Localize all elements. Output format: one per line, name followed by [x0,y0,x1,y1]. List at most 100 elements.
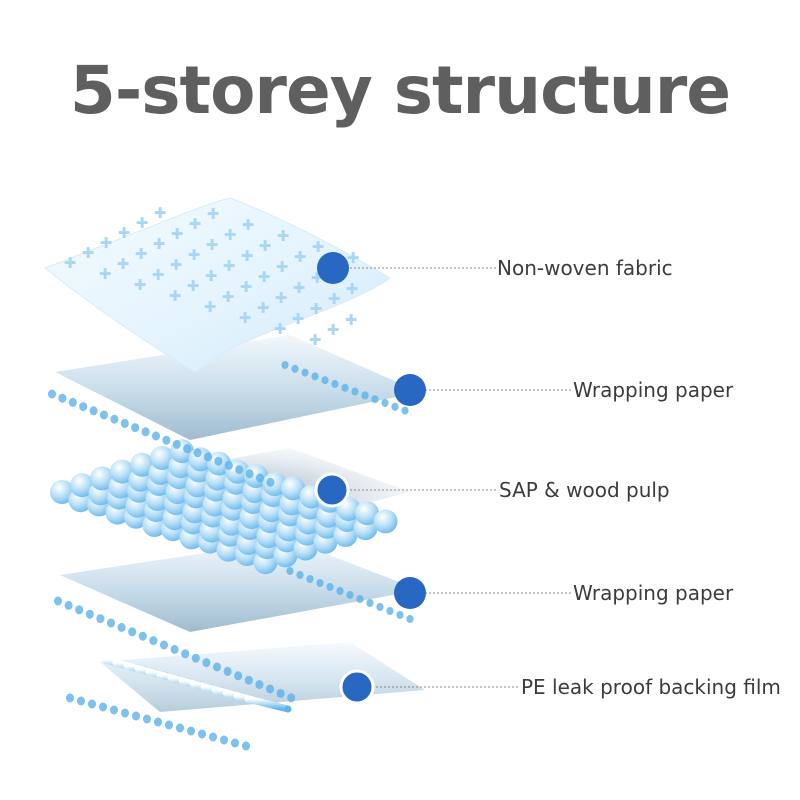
page-title: 5-storey structure [69,52,731,129]
fiber-tube-end [110,414,119,424]
fabric-perforation: ✚ [277,227,290,245]
fiber-tube-end [351,387,359,396]
fiber-tube-end [128,627,137,637]
fiber-tube-end [65,693,75,703]
sap-granule [70,473,94,498]
marker-dot [339,669,375,705]
fiber-tube-end [89,406,98,416]
layer-label-sap-wood-pulp: SAP & wood pulp [499,478,670,502]
fiber-tube-end [208,732,218,742]
fabric-perforation: ✚ [346,280,359,298]
fiber-tube-end [321,376,329,385]
fabric-perforation: ✚ [259,237,272,255]
layer-label-pe-film: PE leak proof backing film [521,675,781,699]
fabric-perforation: ✚ [310,300,323,318]
fabric-perforation: ✚ [312,238,325,256]
fiber-tube-end [234,671,243,681]
sap-granule [130,452,154,477]
fabric-perforation: ✚ [258,268,271,286]
layer-non-woven-fabric: ✚✚✚✚✚✚✚✚✚✚✚✚✚✚✚✚✚✚✚✚✚✚✚✚✚✚✚✚✚✚✚✚✚✚✚✚✚✚✚✚… [43,197,391,373]
layer-sap-wood-pulp [50,439,410,575]
fiber-tube-end [106,618,116,628]
fabric-perforation: ✚ [345,311,358,329]
fabric-perforation: ✚ [171,225,184,243]
sap-granule [110,459,134,484]
fabric-perforation: ✚ [257,299,270,317]
fiber-tube-end [120,418,129,428]
fabric-perforation: ✚ [187,277,200,295]
layer-wrapping-paper-lower [53,540,420,703]
fiber-tube-end [341,383,349,392]
fiber-tube-end [376,603,384,611]
fiber-tube-end [120,708,130,718]
fiber-tube-end [99,410,109,420]
fiber-tube-end [131,711,141,721]
fiber-tube-end [255,473,265,483]
fabric-perforation: ✚ [189,215,202,233]
fabric-perforation: ✚ [136,214,149,232]
fiber-tube-end [76,696,86,706]
marker-dot [394,577,426,609]
fiber-tube-end [186,726,196,736]
fabric-perforation: ✚ [224,226,237,244]
layer-label-non-woven-fabric: Non-woven fabric [497,256,673,280]
fiber-tube-end [164,720,174,730]
fiber-tube-end [87,699,97,709]
leader-lines [346,267,572,688]
fiber-tube-end [255,680,264,690]
sap-granule [150,446,174,470]
fabric-perforation: ✚ [242,216,255,234]
layer-label-wrapping-paper-upper: Wrapping paper [573,378,734,402]
fiber-tube-end [286,567,294,575]
fiber-tube-end [75,605,84,615]
fabric-perforation: ✚ [276,258,289,276]
fiber-tube-end [159,640,169,650]
fabric-perforation: ✚ [169,287,182,305]
fabric-perforation: ✚ [153,235,166,253]
fiber-tube-end [401,406,409,415]
markers [314,252,426,705]
fiber-tube-end [311,372,319,381]
fiber-tube-end [68,397,77,407]
fabric-perforation: ✚ [347,249,360,267]
fabric-perforation: ✚ [240,278,253,296]
fiber-tube-end [316,579,324,587]
fiber-tube-end [149,636,158,646]
fiber-tube-end [284,705,292,713]
fabric-perforation: ✚ [274,320,287,338]
fiber-tube-end [391,402,399,411]
fiber-tube-end [244,675,253,685]
fabric-perforation: ✚ [241,247,254,265]
fabric-perforation: ✚ [64,254,77,272]
fiber-tube-end [172,439,181,449]
fiber-tube-end [85,609,94,619]
fiber-tube-end [131,423,140,433]
fiber-tube-end [197,729,207,739]
fiber-tube-end [191,653,200,663]
fiber-tube-end [151,431,161,441]
fiber-tube-end [346,591,354,599]
fabric-perforation: ✚ [222,288,235,306]
fabric-perforation: ✚ [207,205,220,223]
fabric-perforation: ✚ [134,276,147,294]
fiber-tube-end [223,666,232,676]
fabric-perforation: ✚ [309,331,322,349]
fabric-perforation: ✚ [275,289,288,307]
fiber-tube-end [183,444,192,454]
fiber-tube-end [181,649,190,659]
fabric-perforation: ✚ [170,256,183,274]
fabric-perforation: ✚ [294,248,307,266]
fiber-tube-end [141,427,150,437]
fiber-tube-end [109,705,119,715]
sap-granule [90,466,114,491]
layer-label-wrapping-paper-lower: Wrapping paper [573,581,734,605]
fiber-tube-end [138,631,147,641]
fiber-tube-end [153,717,163,727]
marker-dot [394,374,426,406]
fiber-tube-end [58,393,67,403]
fiber-tube-end [366,599,374,607]
fiber-tube-end [406,615,414,623]
fiber-tube-end [386,607,394,615]
fabric-perforation: ✚ [206,236,219,254]
